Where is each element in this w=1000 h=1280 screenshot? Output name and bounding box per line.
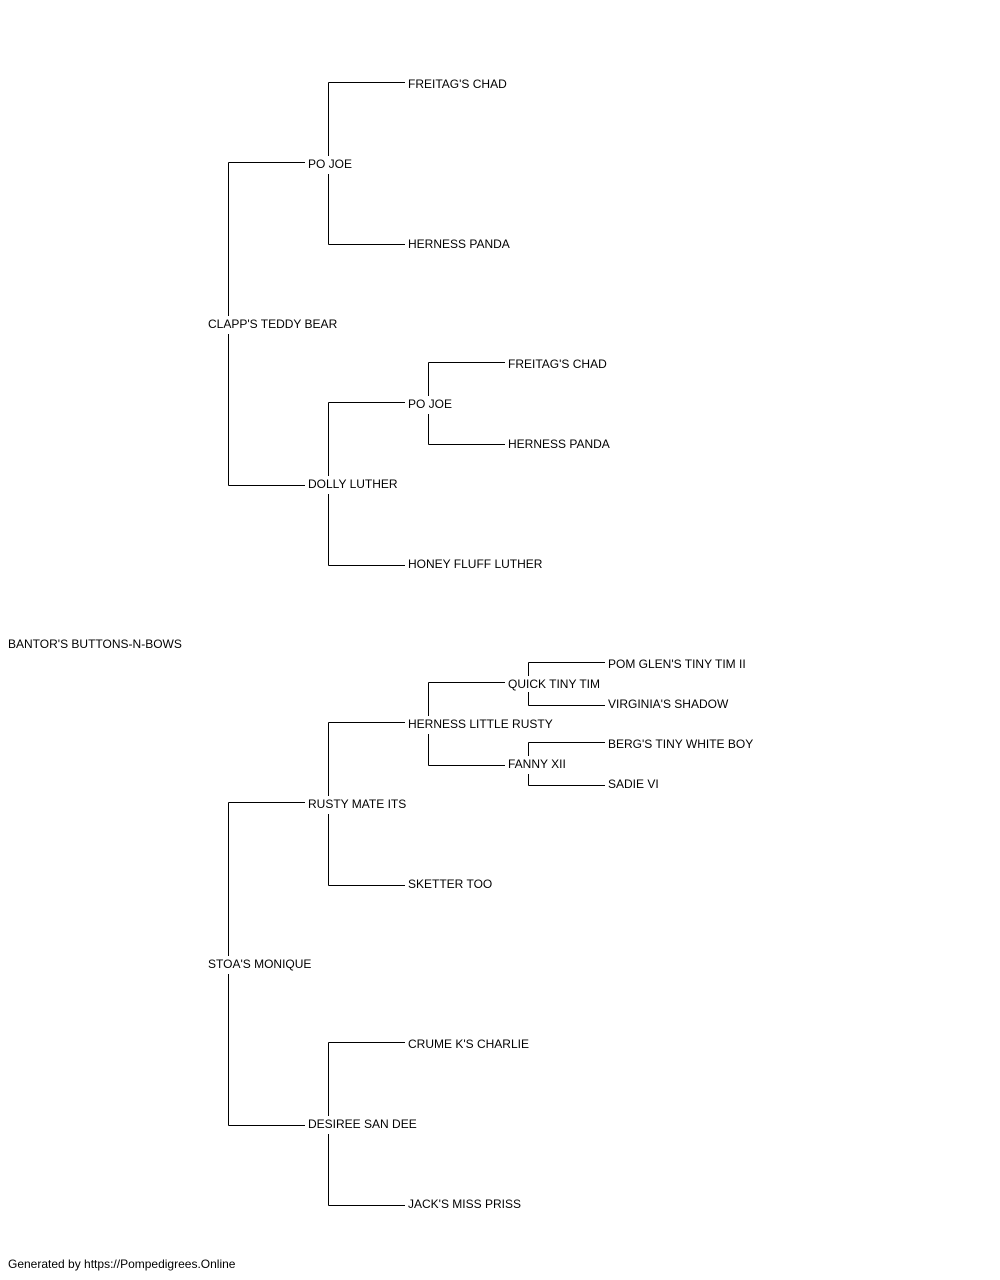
sire-sire-dam-name: HERNESS PANDA — [408, 237, 512, 251]
sire-sire-name: PO JOE — [308, 157, 355, 171]
sire-dam-sire-sire-name: FREITAG'S CHAD — [508, 357, 609, 371]
dam-sire-sire-sire-name: QUICK TINY TIM — [508, 677, 603, 691]
dam-sire-sire-name: HERNESS LITTLE RUSTY — [408, 717, 555, 731]
dam-sire-sire-sire-sire-name: POM GLEN'S TINY TIM II — [608, 657, 748, 671]
dam-dam-dam-name: JACK'S MISS PRISS — [408, 1197, 523, 1211]
dam-dam-name: DESIREE SAN DEE — [308, 1117, 419, 1131]
subject-dog-name: BANTOR'S BUTTONS-N-BOWS — [8, 637, 184, 651]
dam-sire-name: RUSTY MATE ITS — [308, 797, 409, 811]
dam-sire-sire-dam-name: FANNY XII — [508, 757, 568, 771]
dam-dam-sire-name: CRUME K'S CHARLIE — [408, 1037, 531, 1051]
sire-dam-sire-dam-name: HERNESS PANDA — [508, 437, 612, 451]
generated-by-footer: Generated by https://Pompedigrees.Online — [8, 1257, 236, 1271]
dam-sire-sire-dam-sire-name: BERG'S TINY WHITE BOY — [608, 737, 756, 751]
sire-dam-name: DOLLY LUTHER — [308, 477, 400, 491]
sire-name: CLAPP'S TEDDY BEAR — [208, 317, 340, 331]
sire-dam-sire-name: PO JOE — [408, 397, 455, 411]
dam-sire-sire-sire-dam-name: VIRGINIA'S SHADOW — [608, 697, 731, 711]
dam-sire-sire-dam-dam-name: SADIE VI — [608, 777, 661, 791]
sire-dam-dam-name: HONEY FLUFF LUTHER — [408, 557, 545, 571]
dam-name: STOA'S MONIQUE — [208, 957, 314, 971]
sire-sire-sire-name: FREITAG'S CHAD — [408, 77, 509, 91]
dam-sire-dam-name: SKETTER TOO — [408, 877, 495, 891]
